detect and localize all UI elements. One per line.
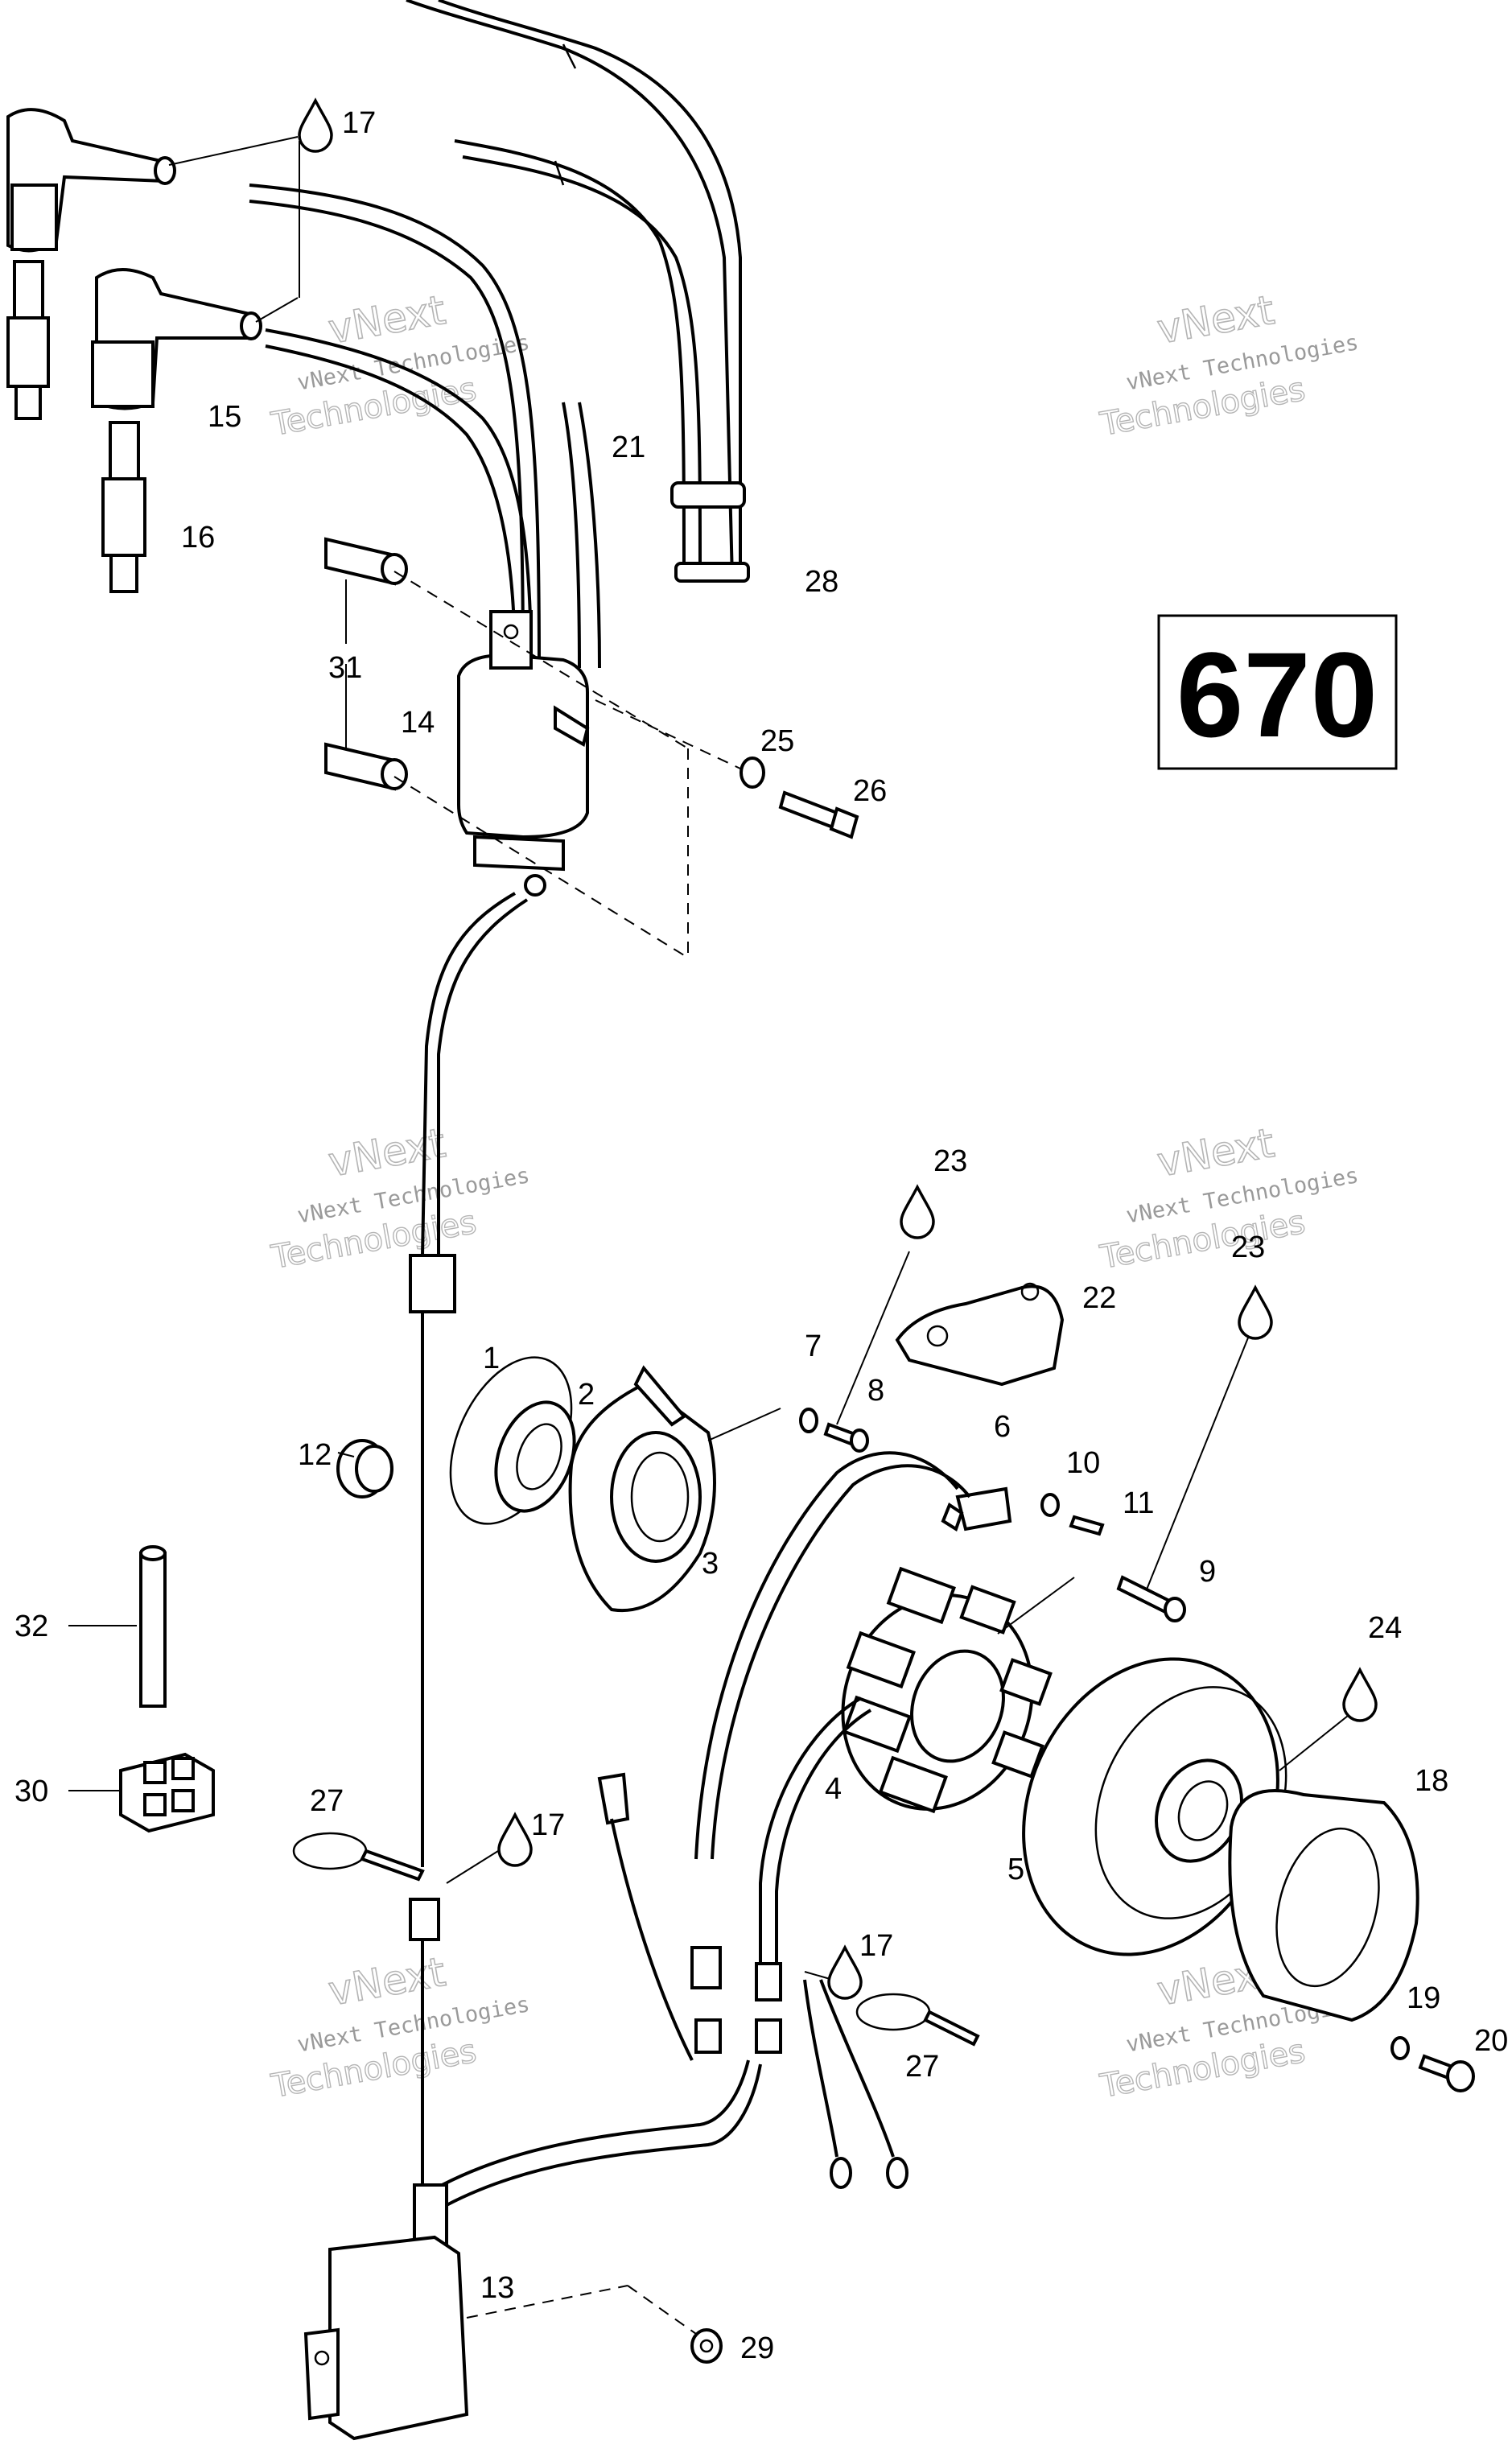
callout-22: 22 — [1082, 1281, 1116, 1315]
spark-plug-lower — [101, 421, 146, 593]
callout-7: 7 — [805, 1330, 822, 1363]
ring-18 — [1228, 1789, 1419, 2022]
callout-8: 8 — [867, 1374, 884, 1408]
trigger-wire — [694, 1451, 971, 1860]
screw-26 — [778, 790, 859, 839]
tie-wrap-27-left — [292, 1832, 425, 1882]
spark-plug-upper — [6, 260, 50, 420]
callout-27b: 27 — [905, 2050, 939, 2084]
callout-2: 2 — [578, 1378, 595, 1412]
leader-17-top — [168, 136, 300, 323]
washer-19 — [1390, 2036, 1410, 2060]
callout-9: 9 — [1199, 1555, 1216, 1589]
screw-9 — [1116, 1575, 1186, 1622]
stator-4 — [841, 1566, 1075, 1814]
callout-1: 1 — [483, 1342, 500, 1375]
callout-17b: 17 — [531, 1808, 565, 1842]
callout-15: 15 — [208, 400, 241, 434]
drop-icon — [900, 1184, 935, 1239]
drop-icon — [827, 1944, 863, 2000]
callout-24: 24 — [1368, 1611, 1402, 1645]
harness-lower — [409, 1772, 908, 2207]
callout-13: 13 — [480, 2271, 514, 2305]
coil-wires — [249, 183, 601, 669]
callout-23b: 23 — [1231, 1231, 1265, 1264]
drop-icon — [1238, 1284, 1273, 1340]
sleeve-32 — [68, 1545, 167, 1708]
seal-2 — [494, 1400, 576, 1513]
watermark: vNext vNext Technologies Technologies — [268, 1119, 532, 1276]
callout-20: 20 — [1474, 2024, 1508, 2058]
callout-4: 4 — [825, 1772, 842, 1806]
ht-wires — [406, 0, 750, 583]
callout-25: 25 — [760, 724, 794, 758]
callout-31: 31 — [328, 651, 362, 685]
tie-wrap-27-right — [855, 1993, 980, 2047]
spark-plug-cap-lower — [91, 268, 262, 410]
callout-10: 10 — [1066, 1446, 1100, 1480]
callout-27a: 27 — [310, 1784, 344, 1818]
leader-23b — [1146, 1319, 1256, 1590]
drop-icon — [298, 97, 333, 153]
drop-icon — [1342, 1667, 1378, 1722]
grommet-12 — [336, 1439, 393, 1499]
callout-5: 5 — [1007, 1853, 1024, 1886]
svg-text:vNext: vNext — [1154, 287, 1278, 352]
callout-30: 30 — [14, 1775, 48, 1808]
screw-20 — [1418, 2054, 1475, 2092]
model-badge-frame — [1157, 614, 1398, 770]
callout-3: 3 — [702, 1547, 719, 1581]
leader-plate — [707, 1408, 781, 1441]
svg-text:vNext: vNext — [1154, 1119, 1278, 1185]
cover-22 — [895, 1282, 1065, 1387]
callout-26: 26 — [853, 774, 887, 808]
coil-dashed-lines — [393, 571, 741, 958]
callout-32: 32 — [14, 1610, 48, 1643]
callout-21: 21 — [612, 431, 645, 464]
callout-23a: 23 — [933, 1144, 967, 1178]
spark-plug-cap-upper — [6, 108, 176, 253]
svg-text:vNext: vNext — [325, 1948, 449, 2014]
washer-10 — [1040, 1493, 1060, 1517]
watermark: vNext vNext Technologies Technologies — [268, 1948, 532, 2105]
washer-7 — [799, 1408, 818, 1433]
stator-wire — [759, 1696, 872, 1964]
watermark: vNext vNext Technologies Technologies — [1097, 1119, 1361, 1276]
svg-text:vNext: vNext — [325, 1119, 449, 1185]
watermark-line1: vNext — [325, 287, 449, 352]
stator-plate-3 — [568, 1365, 716, 1613]
callout-18: 18 — [1415, 1764, 1448, 1798]
leader-24 — [1279, 1705, 1361, 1771]
coil-spacers — [324, 537, 408, 791]
model-badge-text: 670 — [1176, 627, 1378, 762]
callout-17c: 17 — [859, 1929, 893, 1963]
connector-30 — [68, 1752, 215, 1833]
callout-11: 11 — [1123, 1486, 1154, 1520]
screw-8 — [823, 1422, 869, 1453]
callout-19: 19 — [1407, 1981, 1440, 2015]
callout-29: 29 — [740, 2331, 774, 2365]
callout-12: 12 — [298, 1438, 332, 1472]
callout-28: 28 — [805, 565, 838, 599]
cdi-module-13 — [303, 2183, 697, 2441]
model-badge: 670 — [1157, 614, 1398, 770]
nut-29 — [690, 2328, 723, 2364]
callout-6: 6 — [994, 1410, 1011, 1444]
callout-17: 17 — [342, 106, 376, 140]
callout-14: 14 — [401, 706, 435, 740]
callout-16: 16 — [181, 521, 215, 554]
ignition-coil — [457, 610, 590, 897]
trigger-6 — [941, 1486, 1012, 1532]
leader-23a — [836, 1251, 910, 1425]
callout-labels: 17 15 16 21 28 31 14 25 26 23 23 22 1 2 … — [14, 106, 1508, 2365]
coil-lead — [409, 892, 529, 1867]
screw-11 — [1069, 1515, 1105, 1536]
watermark: vNext vNext Technologies Technologies — [1097, 286, 1361, 443]
washer-25 — [740, 756, 765, 789]
drop-icon — [497, 1812, 533, 1867]
